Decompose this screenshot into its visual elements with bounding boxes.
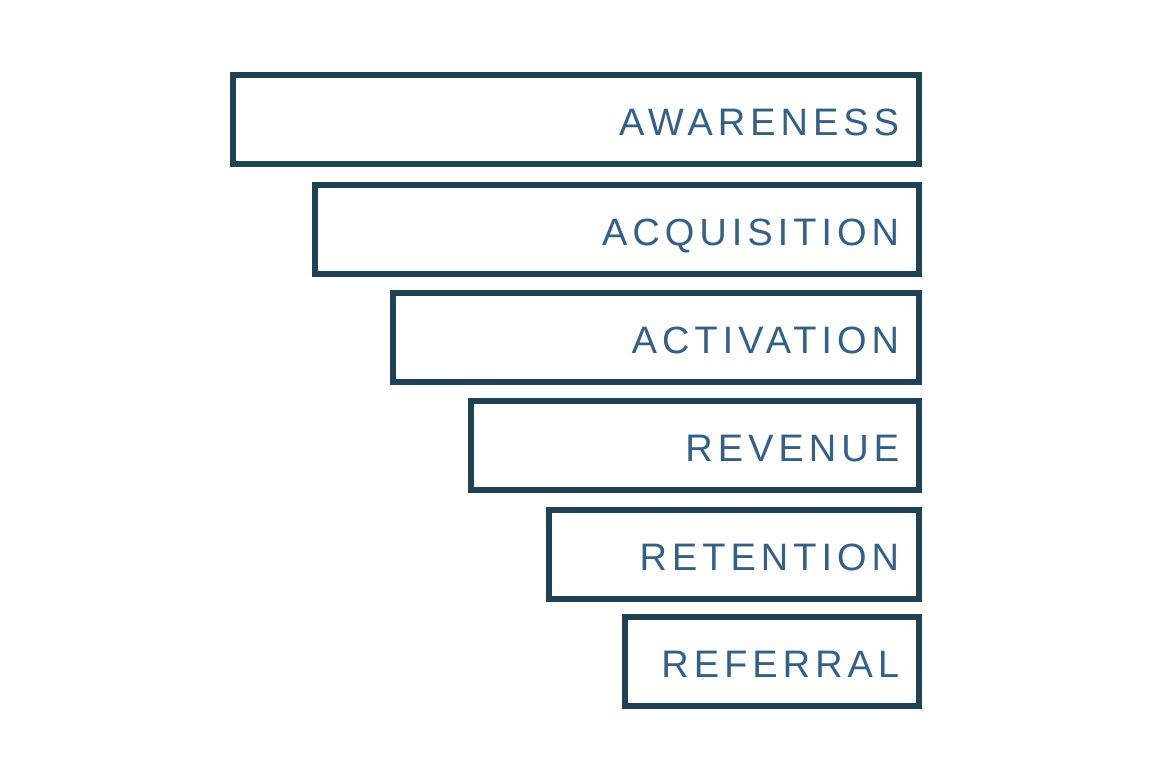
funnel-stage-revenue-label: REVENUE (685, 427, 904, 470)
funnel-stage-retention-label: RETENTION (639, 536, 904, 579)
funnel-stage-revenue: REVENUE (468, 398, 922, 493)
funnel-stage-acquisition-label: ACQUISITION (601, 211, 904, 254)
funnel-stage-awareness: AWARENESS (230, 72, 922, 167)
funnel-stage-referral: REFERRAL (622, 614, 922, 709)
funnel-stage-referral-label: REFERRAL (661, 643, 904, 686)
funnel-stage-retention: RETENTION (546, 507, 922, 602)
funnel-stage-acquisition: ACQUISITION (312, 182, 922, 277)
funnel-stage-awareness-label: AWARENESS (618, 101, 904, 144)
funnel-stage-activation: ACTIVATION (390, 290, 922, 385)
funnel-stage-activation-label: ACTIVATION (631, 319, 904, 362)
